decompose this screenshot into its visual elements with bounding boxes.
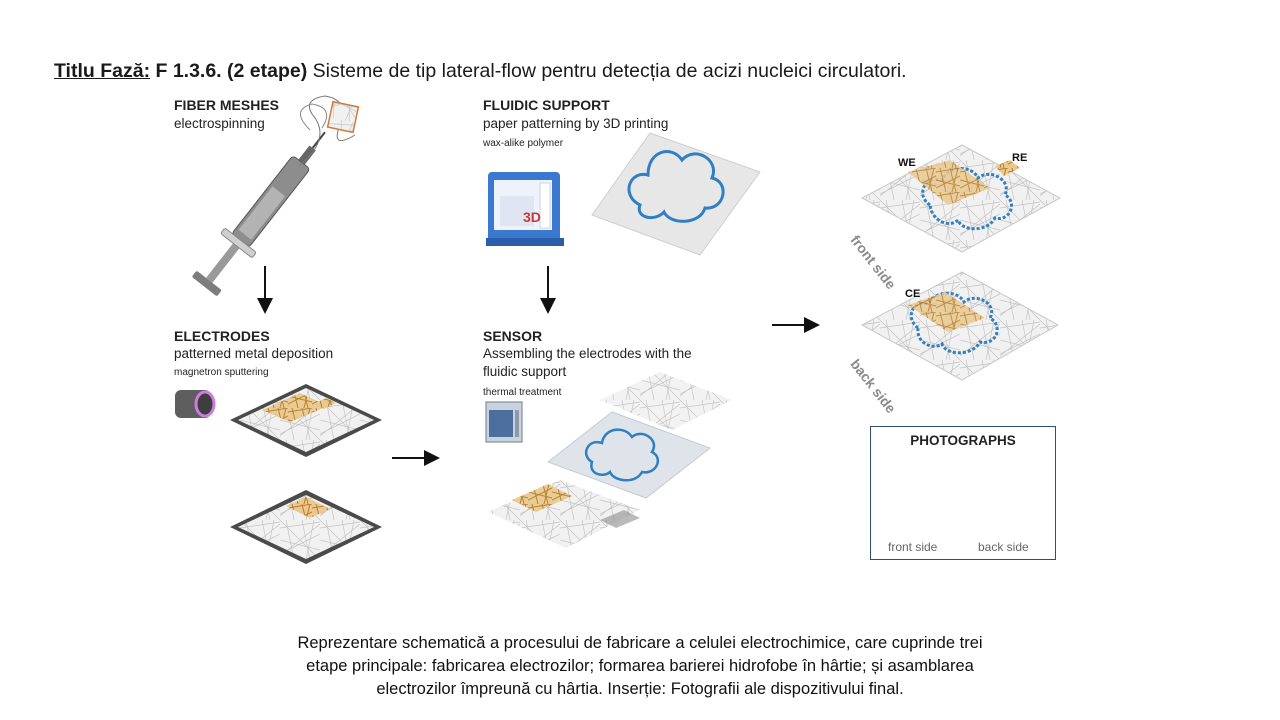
device-back-side-illustration <box>860 271 1060 381</box>
electrospinning-syringe-illustration <box>192 95 360 296</box>
title-label: Titlu Fază: <box>54 60 151 82</box>
fluidic-support-small: wax-alike polymer <box>483 138 564 149</box>
caption-line-2: etape principale: fabricarea electrozilo… <box>306 657 974 675</box>
electrode-frame-1 <box>230 384 382 457</box>
sensor-small: thermal treatment <box>483 387 562 398</box>
photographs-title: PHOTOGRAPHS <box>910 433 1016 448</box>
sensor-header: SENSOR <box>483 328 543 344</box>
photographs-box: PHOTOGRAPHS front side back side <box>870 426 1056 560</box>
patterned-paper-illustration <box>591 132 761 256</box>
sputtering-target-illustration <box>175 390 216 418</box>
ce-label: CE <box>905 288 921 300</box>
caption-line-3: electrozilor împreună cu hârtia. Inserți… <box>376 680 904 698</box>
re-label: RE <box>1012 152 1028 164</box>
fluidic-support-sub: paper patterning by 3D printing <box>483 116 669 131</box>
device-front-side-illustration <box>860 144 1062 253</box>
figure-caption: Reprezentare schematică a procesului de … <box>200 632 1080 701</box>
thermal-oven-illustration <box>485 401 523 443</box>
electrode-frame-2 <box>230 490 382 564</box>
slide-title: Titlu Fază: F 1.3.6. (2 etape) Sisteme d… <box>54 60 907 83</box>
fiber-meshes-sub: electrospinning <box>174 116 265 131</box>
3d-printer-illustration: 3D <box>486 172 564 246</box>
fluidic-support-header: FLUIDIC SUPPORT <box>483 97 610 113</box>
photo-back-caption: back side <box>978 540 1029 554</box>
electrodes-header: ELECTRODES <box>174 328 270 344</box>
we-label: WE <box>898 157 916 169</box>
sensor-sub-1: Assembling the electrodes with the <box>483 346 692 361</box>
electrodes-sub: patterned metal deposition <box>174 346 334 361</box>
caption-line-1: Reprezentare schematică a procesului de … <box>297 634 983 652</box>
title-text: Sisteme de tip lateral-flow pentru detec… <box>312 60 907 82</box>
fiber-meshes-header: FIBER MESHES <box>174 97 280 113</box>
sensor-sub-2: fluidic support <box>483 364 567 379</box>
sensor-assembly-illustration <box>488 372 732 548</box>
electrodes-small: magnetron sputtering <box>174 367 269 378</box>
photo-front-caption: front side <box>888 540 938 554</box>
title-code: F 1.3.6. (2 etape) <box>155 60 308 82</box>
printer-3d-label: 3D <box>523 209 541 225</box>
